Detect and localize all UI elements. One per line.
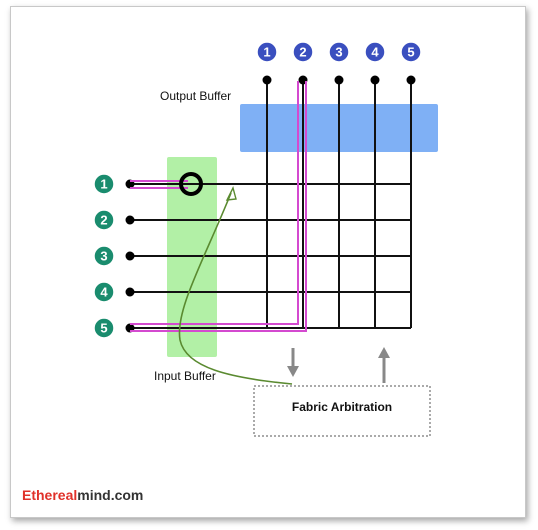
input-port-number: 4	[100, 285, 108, 300]
path-outline	[130, 81, 307, 332]
input-port-badge-2: 2	[93, 209, 115, 231]
output-port-badge-3: 3	[328, 41, 350, 63]
input-port-badges: 1 2 3 4 5	[93, 173, 115, 339]
input-port-badge-3: 3	[93, 245, 115, 267]
output-buffer-label: Output Buffer	[160, 89, 231, 103]
output-port-badge-4: 4	[364, 41, 386, 63]
input-port-number: 5	[100, 321, 107, 336]
input-port-dot-3	[125, 251, 135, 261]
grant-arrow	[378, 347, 390, 383]
output-port-badges: 1 2 3 4 5	[256, 41, 422, 63]
input-port-badge-4: 4	[93, 281, 115, 303]
output-port-badge-1: 1	[256, 41, 278, 63]
arbitration-arrowhead	[225, 186, 237, 201]
output-port-number: 5	[407, 45, 414, 60]
output-port-number: 1	[263, 45, 270, 60]
request-arrow	[287, 348, 299, 377]
output-port-number: 3	[335, 45, 342, 60]
input-port-dot-2	[125, 215, 135, 225]
watermark: Etherealmind.com	[22, 487, 143, 503]
input-port-badge-1: 1	[93, 173, 115, 195]
output-port-dot-3	[334, 75, 344, 85]
input-port-number: 2	[100, 213, 107, 228]
watermark-suffix: mind.com	[77, 487, 143, 503]
fabric-arbitration-box	[253, 385, 431, 437]
output-port-number: 4	[371, 45, 379, 60]
output-port-dot-4	[370, 75, 380, 85]
watermark-prefix: Ethereal	[22, 487, 77, 503]
crossbar-grid	[125, 75, 416, 333]
input-port-dot-4	[125, 287, 135, 297]
input-port-number: 3	[100, 249, 107, 264]
input-buffer-label: Input Buffer	[154, 369, 216, 383]
output-port-dot-1	[262, 75, 272, 85]
output-port-number: 2	[299, 45, 306, 60]
arbitration-arrow-path	[178, 192, 293, 385]
output-port-dot-5	[406, 75, 416, 85]
highlighted-path	[130, 81, 307, 332]
input-port-badge-5: 5	[93, 317, 115, 339]
output-port-badge-5: 5	[400, 41, 422, 63]
fabric-arbitration-label: Fabric Arbitration	[292, 400, 392, 414]
input-port-number: 1	[100, 177, 107, 192]
output-port-badge-2: 2	[292, 41, 314, 63]
contention-circle	[179, 172, 203, 196]
